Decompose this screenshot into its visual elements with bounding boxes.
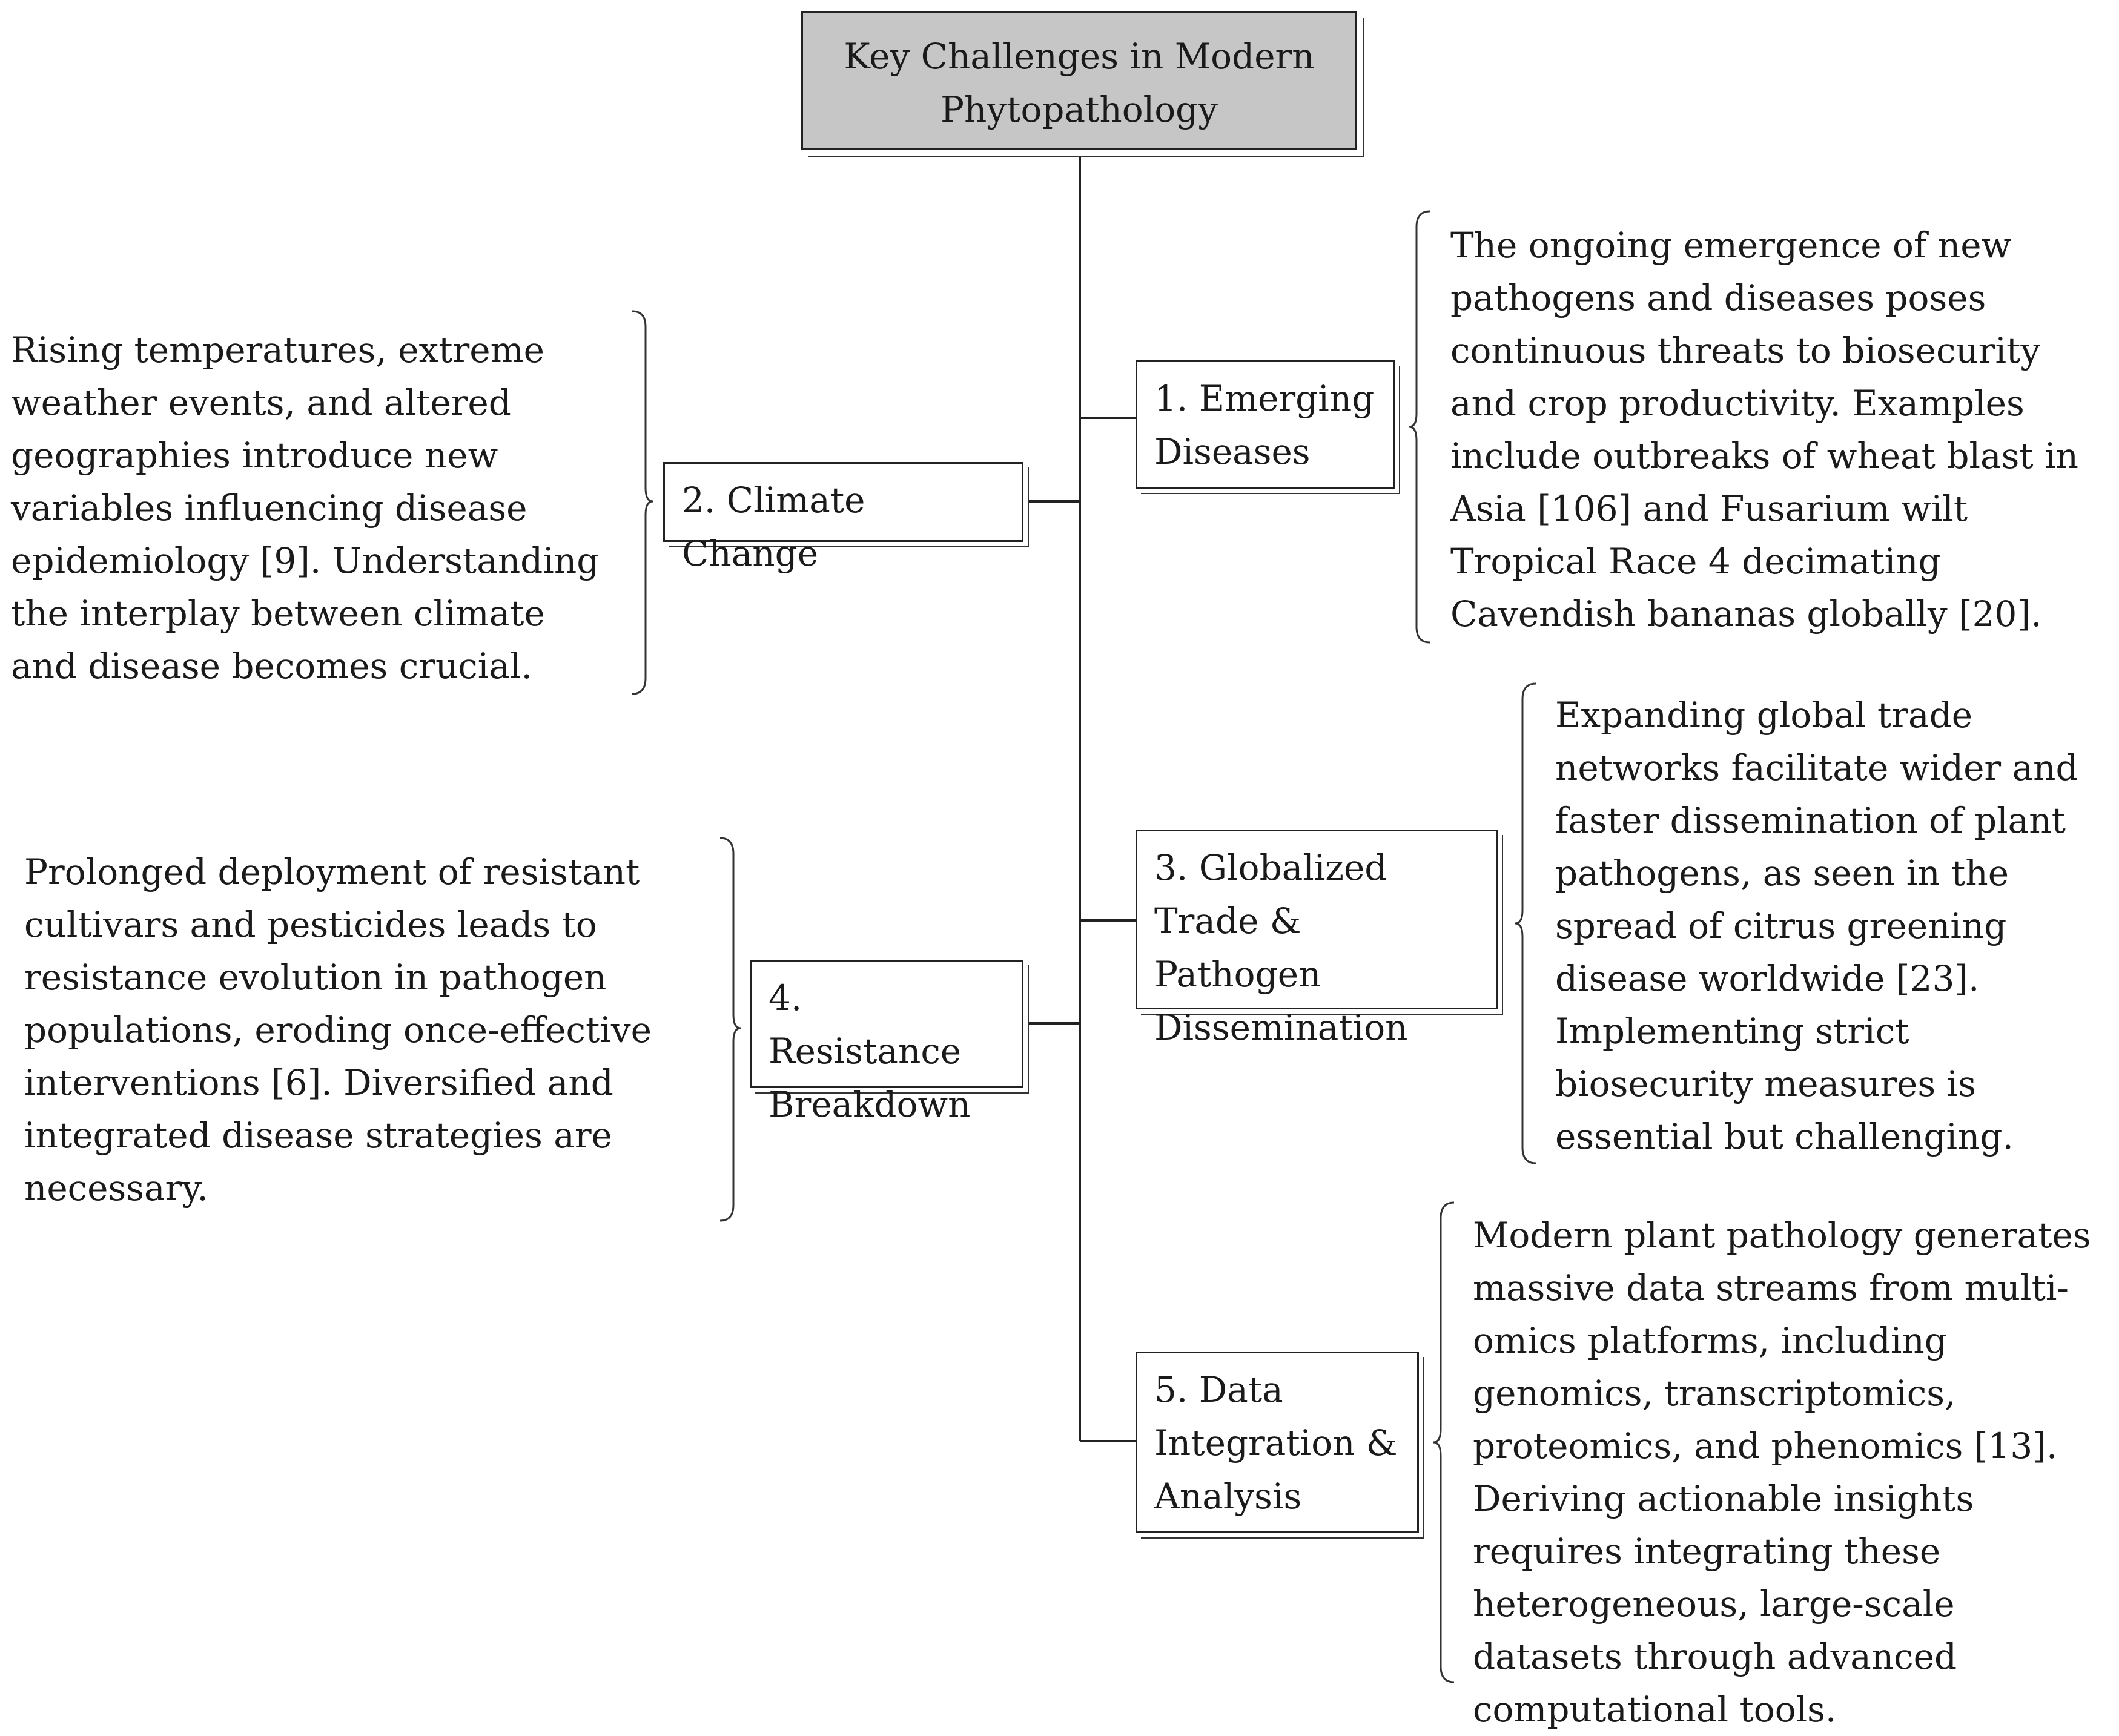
description-emerging-diseases: The ongoing emergence of new pathogens a… bbox=[1450, 225, 2079, 635]
description-globalized-trade: Expanding global trade networks facilita… bbox=[1555, 695, 2078, 1157]
root-title: Key Challenges in Modern Phytopathology bbox=[844, 36, 1315, 130]
node-climate-change: 2. Climate Change bbox=[663, 462, 1023, 574]
root-node: Key Challenges in Modern Phytopathology bbox=[801, 11, 1357, 150]
node-label: 4. Resistance Breakdown bbox=[769, 977, 971, 1125]
node-globalized-trade: 3. Globalized Trade & Pathogen Dissemina… bbox=[1136, 830, 1498, 1048]
node-resistance-breakdown: 4. Resistance Breakdown bbox=[750, 960, 1023, 1125]
brace-resistance-breakdown bbox=[719, 837, 741, 1222]
node-label: 1. Emerging Diseases bbox=[1154, 378, 1375, 472]
brace-climate-change bbox=[632, 310, 653, 695]
connector-lines bbox=[1023, 154, 1136, 1442]
description-data-integration: Modern plant pathology generates massive… bbox=[1473, 1215, 2091, 1730]
node-label: 3. Globalized Trade & Pathogen Dissemina… bbox=[1154, 847, 1408, 1048]
node-data-integration: 5. Data Integration & Analysis bbox=[1136, 1352, 1419, 1533]
description-resistance-breakdown: Prolonged deployment of resistant cultiv… bbox=[24, 851, 652, 1209]
brace-emerging-diseases bbox=[1409, 210, 1430, 644]
description-climate-change: Rising temperatures, extreme weather eve… bbox=[11, 329, 600, 687]
node-emerging-diseases: 1. Emerging Diseases bbox=[1136, 360, 1395, 489]
brace-data-integration bbox=[1433, 1201, 1455, 1683]
brace-globalized-trade bbox=[1515, 682, 1536, 1164]
node-label: 5. Data Integration & Analysis bbox=[1154, 1369, 1398, 1517]
node-label: 2. Climate Change bbox=[682, 480, 865, 574]
